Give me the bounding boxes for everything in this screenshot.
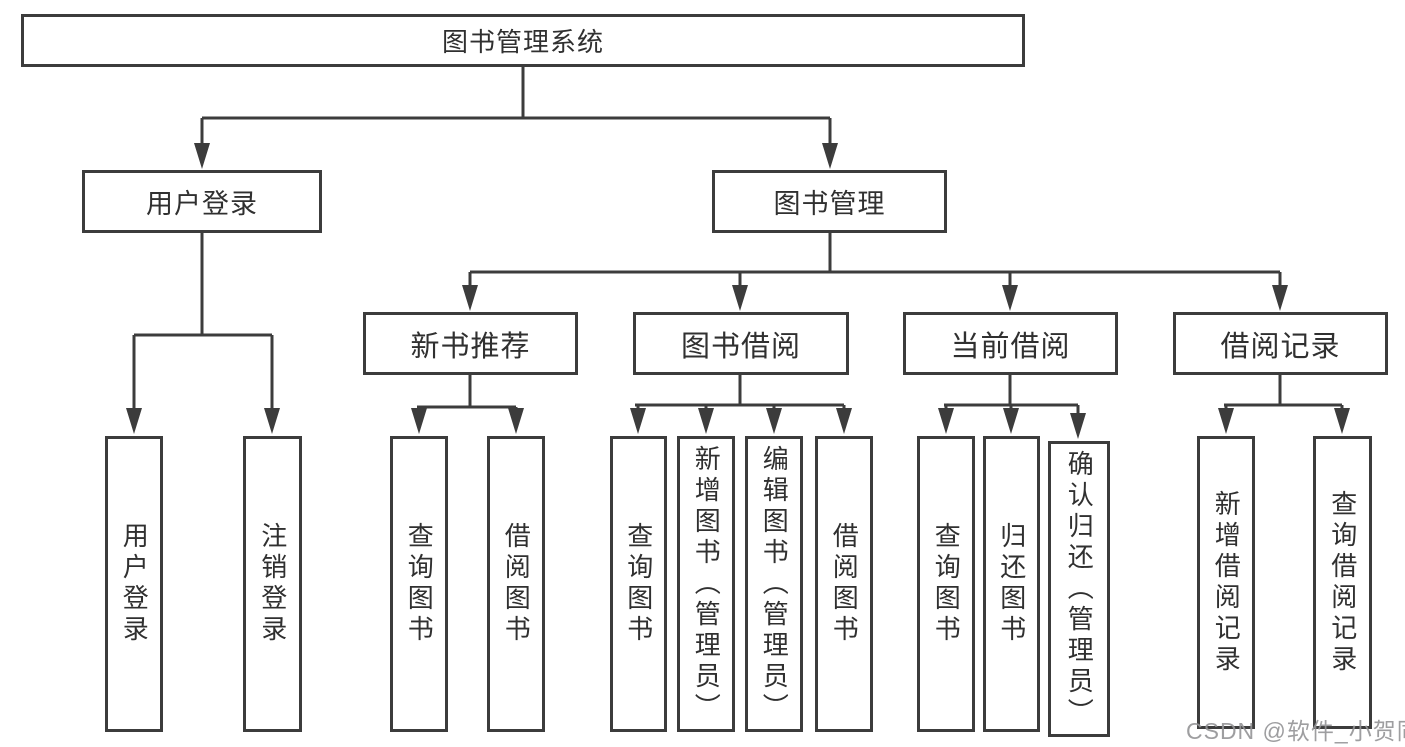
- node-leaf-query-books-borrowing-label: 查询图书: [623, 522, 654, 646]
- node-book-management-label: 图书管理: [773, 189, 886, 219]
- watermark: CSDN @软件_小贺同学: [1186, 718, 1405, 744]
- node-leaf-user-login-label: 用户登录: [119, 522, 150, 646]
- node-book-borrowing: 图书借阅: [633, 312, 849, 375]
- node-root: 图书管理系统: [21, 14, 1025, 67]
- node-leaf-add-book-admin-label: 新增图书（管理员）: [691, 444, 722, 724]
- node-leaf-add-borrow-record-label: 新增借阅记录: [1211, 489, 1242, 676]
- node-leaf-logout: 注销登录: [243, 436, 302, 732]
- node-current-borrowing: 当前借阅: [903, 312, 1118, 375]
- node-user-login-label: 用户登录: [146, 189, 258, 219]
- node-leaf-query-borrow-record: 查询借阅记录: [1313, 436, 1372, 729]
- node-leaf-edit-book-admin: 编辑图书（管理员）: [745, 436, 803, 732]
- node-leaf-query-books-current: 查询图书: [917, 436, 975, 732]
- node-user-login: 用户登录: [82, 170, 322, 233]
- node-leaf-query-books-recommend-label: 查询图书: [404, 522, 435, 646]
- node-leaf-borrow-books-recommend-label: 借阅图书: [501, 522, 532, 646]
- node-leaf-query-books-current-label: 查询图书: [931, 522, 962, 646]
- node-leaf-borrow-books-borrowing-label: 借阅图书: [829, 522, 860, 646]
- node-new-book-recommend-label: 新书推荐: [410, 330, 531, 363]
- node-leaf-add-borrow-record: 新增借阅记录: [1197, 436, 1255, 729]
- node-leaf-query-borrow-record-label: 查询借阅记录: [1327, 489, 1358, 676]
- node-leaf-borrow-books-recommend: 借阅图书: [487, 436, 545, 732]
- node-borrow-records-label: 借阅记录: [1220, 330, 1341, 363]
- node-leaf-query-books-borrowing: 查询图书: [610, 436, 667, 732]
- node-leaf-confirm-return-admin: 确认归还（管理员）: [1048, 441, 1110, 737]
- node-borrow-records: 借阅记录: [1173, 312, 1388, 375]
- node-leaf-logout-label: 注销登录: [257, 522, 288, 646]
- node-leaf-user-login: 用户登录: [105, 436, 163, 732]
- node-leaf-query-books-recommend: 查询图书: [390, 436, 448, 732]
- node-leaf-confirm-return-admin-label: 确认归还（管理员）: [1064, 449, 1095, 729]
- node-book-borrowing-label: 图书借阅: [680, 330, 801, 363]
- node-leaf-return-book-label: 归还图书: [996, 522, 1027, 646]
- node-root-label: 图书管理系统: [441, 27, 604, 57]
- node-book-management: 图书管理: [712, 170, 947, 233]
- node-leaf-return-book: 归还图书: [983, 436, 1040, 732]
- node-leaf-edit-book-admin-label: 编辑图书（管理员）: [759, 444, 790, 724]
- node-leaf-add-book-admin: 新增图书（管理员）: [677, 436, 735, 732]
- node-new-book-recommend: 新书推荐: [363, 312, 578, 375]
- node-current-borrowing-label: 当前借阅: [950, 330, 1071, 363]
- node-leaf-borrow-books-borrowing: 借阅图书: [815, 436, 873, 732]
